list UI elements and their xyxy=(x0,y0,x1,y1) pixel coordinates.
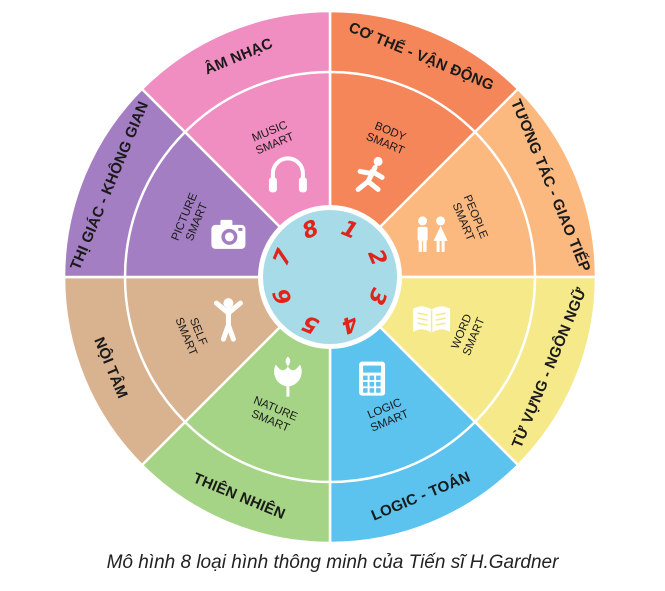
running-person-icon xyxy=(355,156,385,192)
self-person-icon xyxy=(213,298,243,342)
segment-inner-label: WORDSMART xyxy=(449,311,488,358)
flower-icon xyxy=(274,356,302,397)
headphones-icon xyxy=(268,156,307,193)
book-icon xyxy=(413,306,451,333)
hub-circle xyxy=(263,210,397,344)
figure-caption: Mô hình 8 loại hình thông minh của Tiến … xyxy=(106,552,559,573)
camera-icon xyxy=(211,219,246,249)
people-icon xyxy=(417,216,448,252)
inner-ring-line xyxy=(123,70,537,484)
calculator-icon xyxy=(359,361,386,396)
